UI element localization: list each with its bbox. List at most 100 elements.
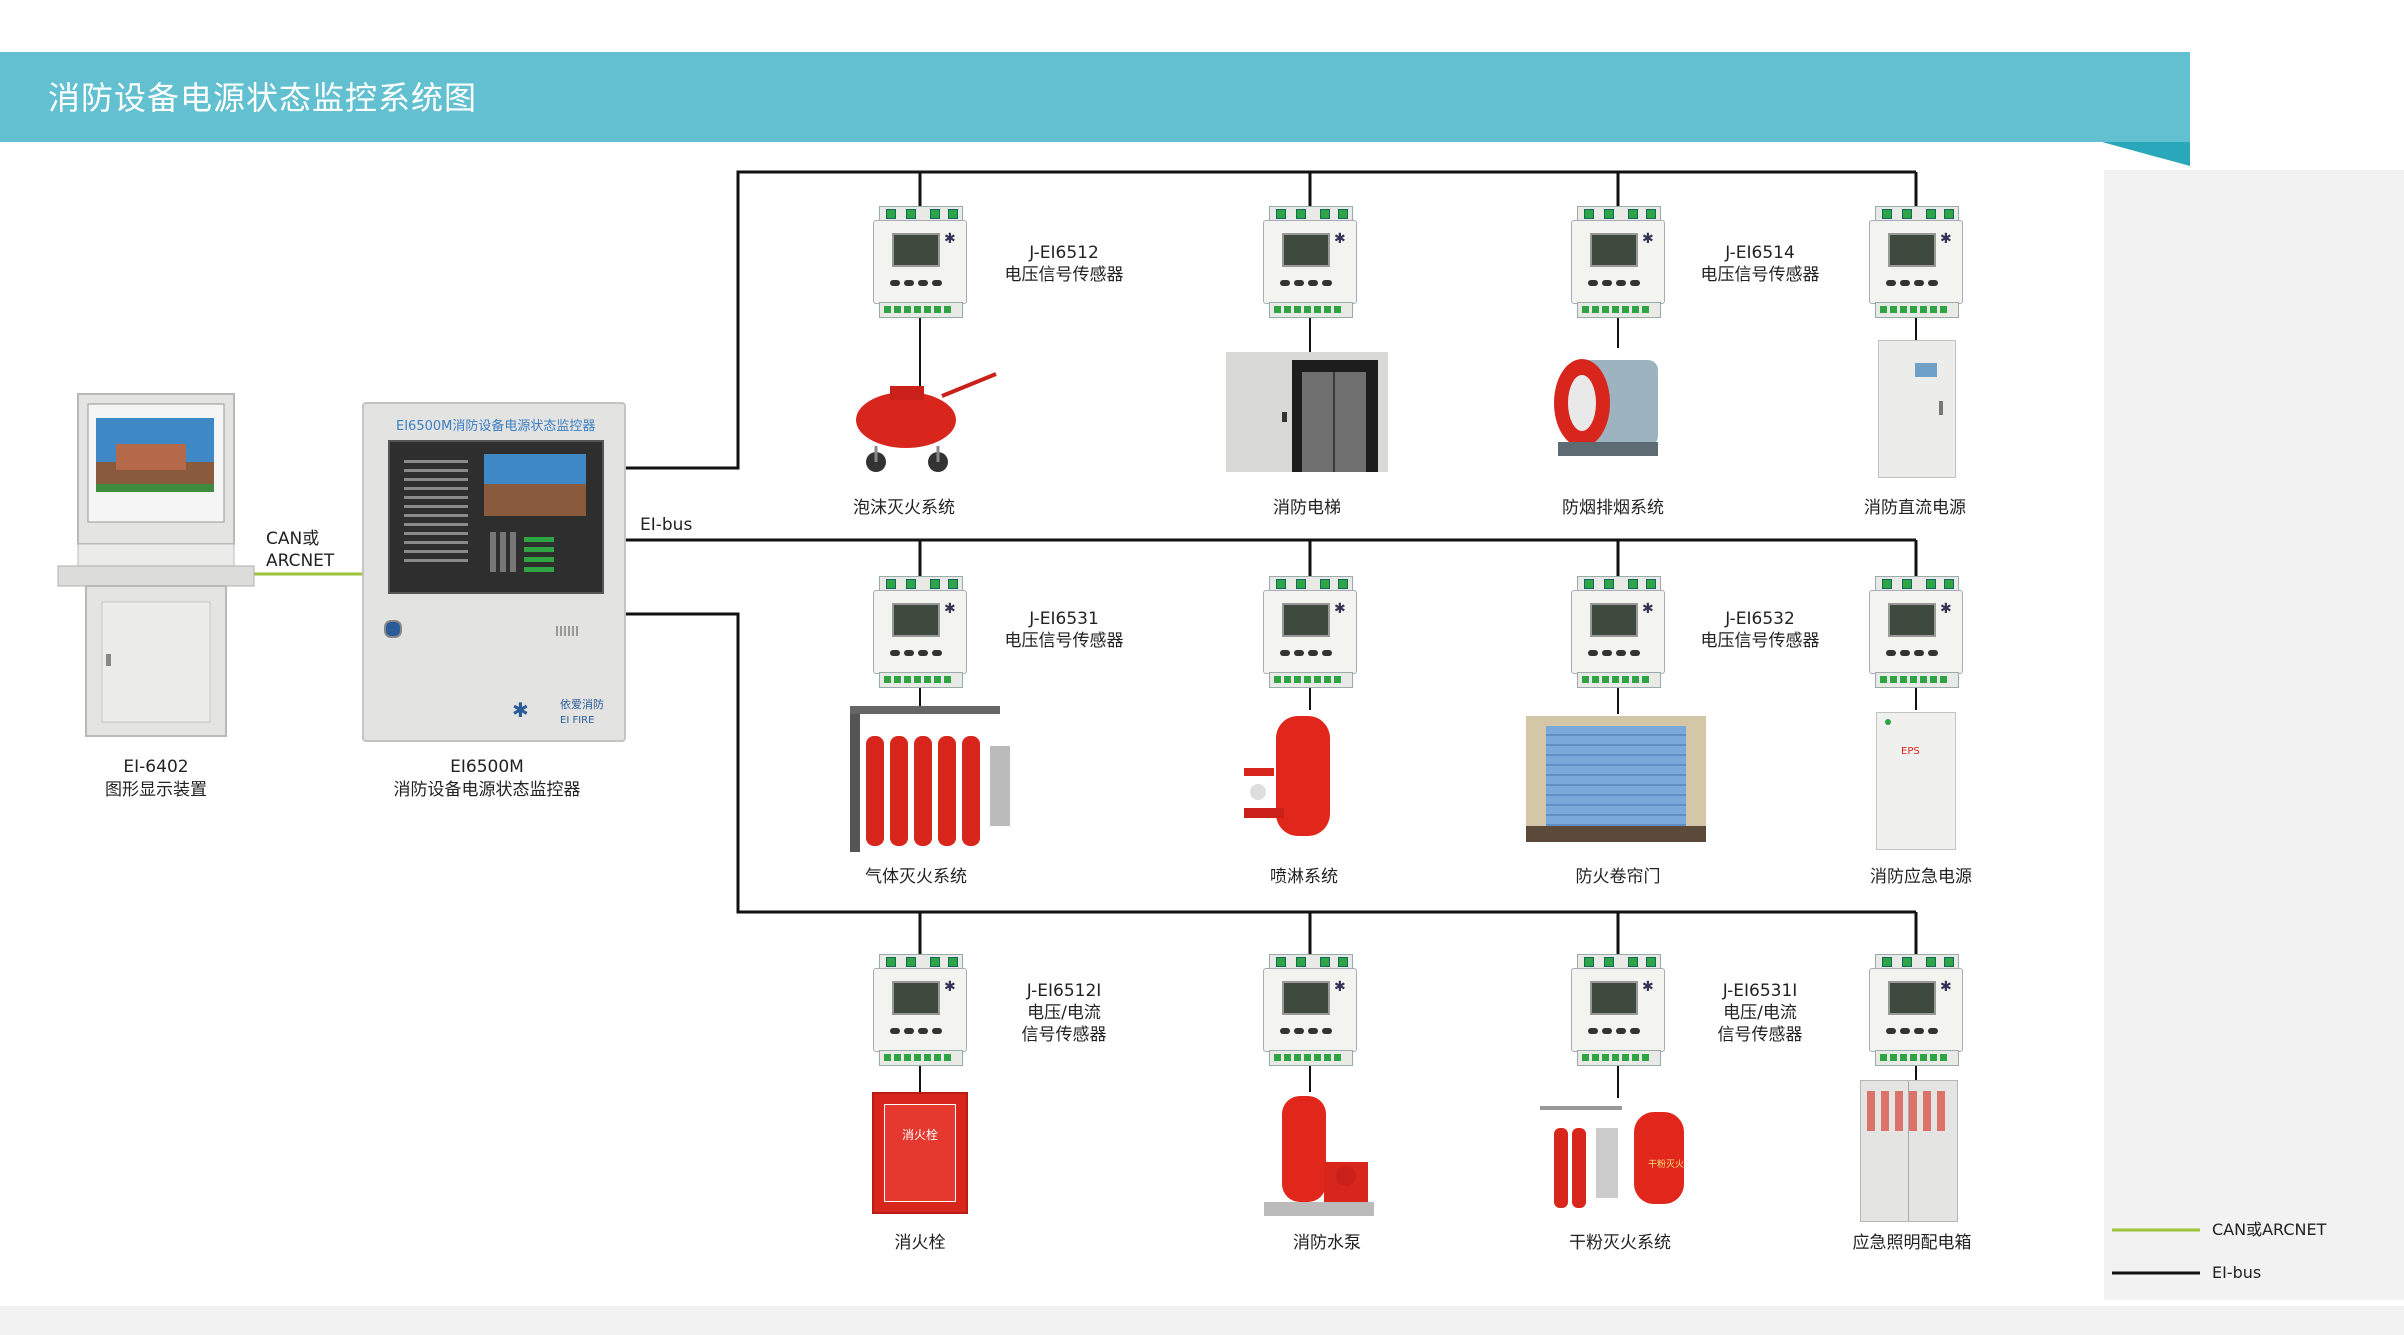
monitor-panel-title: EI6500M消防设备电源状态监控器: [396, 419, 596, 434]
lighting-distribution-box-image: [1860, 1080, 1958, 1222]
link-label-line2: ARCNET: [266, 551, 335, 571]
sensor-module: ✱: [1571, 576, 1665, 688]
sensor-note-desc: 电压信号传感器: [1004, 631, 1124, 651]
emergency-power-cabinet-image: EPS: [1876, 712, 1956, 850]
brand-logo-icon: ✱: [512, 698, 529, 722]
bus-label: EI-bus: [640, 515, 693, 535]
sensor-module: ✱: [873, 206, 967, 318]
lcd-screen: [1282, 233, 1330, 267]
lcd-screen: [1590, 233, 1638, 267]
lcd-screen: [1888, 603, 1936, 637]
powder-tag: 干粉灭火: [1648, 1160, 1685, 1170]
lcd-screen: [1888, 981, 1936, 1015]
fire-hydrant-cabinet-image: 消火栓: [872, 1092, 968, 1214]
hydrant-sign: 消火栓: [902, 1128, 939, 1142]
bus-line-top-branch: [620, 170, 1916, 470]
monitor-screen: [484, 454, 586, 516]
sensor-note-desc: 电压信号传感器: [1004, 265, 1124, 285]
legend-bus-label: EI-bus: [2212, 1263, 2262, 1282]
sensor-note-model: J-EI6531I: [1722, 981, 1798, 1001]
sensor-note-desc: 电压信号传感器: [1700, 631, 1820, 651]
device-label: 泡沫灭火系统: [853, 498, 955, 518]
page-title: 消防设备电源状态监控系统图: [48, 79, 478, 117]
logo-icon: ✱: [944, 231, 956, 247]
monitor-name: 消防设备电源状态监控器: [393, 780, 581, 800]
logo-icon: ✱: [1642, 231, 1654, 247]
fire-elevator-image: [1226, 352, 1388, 472]
device-label: 消防应急电源: [1870, 867, 1972, 887]
sensor-module: ✱: [1869, 576, 1963, 688]
sensor-note-desc: 电压/电流: [1027, 1003, 1101, 1023]
smoke-exhaust-fan-image: [1538, 346, 1686, 470]
sprinkler-tank-image: [1240, 708, 1352, 846]
sensor-module: ✱: [1869, 954, 1963, 1066]
sensor-module: ✱: [1263, 206, 1357, 318]
foam-extinguisher-image: [846, 366, 1006, 486]
header-accent-tab: [2102, 142, 2190, 166]
lcd-screen: [1590, 603, 1638, 637]
logo-icon: ✱: [1642, 601, 1654, 617]
device-label: 消防直流电源: [1864, 498, 1966, 518]
device-label: 喷淋系统: [1270, 867, 1338, 887]
legend-panel: [2104, 170, 2404, 1300]
key-lock-icon: [384, 620, 402, 638]
sensor-module: ✱: [1571, 206, 1665, 318]
logo-icon: ✱: [944, 979, 956, 995]
device-label: 应急照明配电箱: [1852, 1233, 1972, 1253]
logo-icon: ✱: [1334, 979, 1346, 995]
sensor-note-model: J-EI6514: [1725, 243, 1795, 263]
logo-icon: ✱: [1940, 979, 1952, 995]
device-label: 防火卷帘门: [1575, 867, 1661, 887]
lcd-screen: [892, 603, 940, 637]
sensor-module: ✱: [1869, 206, 1963, 318]
link-label-line1: CAN或: [266, 529, 320, 549]
sensor-note-model: J-EI6532: [1725, 609, 1795, 629]
logo-icon: ✱: [1940, 231, 1952, 247]
lcd-screen: [892, 981, 940, 1015]
lcd-screen: [1888, 233, 1936, 267]
sensor-module: ✱: [1263, 954, 1357, 1066]
device-label: 消防水泵: [1293, 1233, 1361, 1253]
sensor-note-desc: 信号传感器: [1021, 1025, 1107, 1045]
eps-tag: EPS: [1901, 746, 1920, 757]
sensor-module: ✱: [1263, 576, 1357, 688]
lcd-screen: [1282, 603, 1330, 637]
device-label: 消火栓: [894, 1233, 946, 1253]
logo-icon: ✱: [1642, 979, 1654, 995]
sensor-module: ✱: [873, 954, 967, 1066]
sensor-note-desc: 信号传感器: [1717, 1025, 1803, 1045]
speaker-grille: [556, 626, 580, 636]
fire-shutter-image: [1526, 716, 1706, 842]
logo-icon: ✱: [1940, 601, 1952, 617]
device-label: 干粉灭火系统: [1569, 1233, 1671, 1253]
monitor-model: EI6500M: [450, 757, 524, 777]
bus-line-bottom-branch: [620, 612, 1916, 914]
sensor-note-desc: 电压信号传感器: [1700, 265, 1820, 285]
fire-pump-image: [1264, 1092, 1374, 1222]
display-unit-name: 图形显示装置: [105, 780, 207, 800]
device-label: 防烟排烟系统: [1562, 498, 1664, 518]
monitor-cabinet: EI6500M消防设备电源状态监控器 ✱ 依爱消防 EI FIRE: [362, 402, 626, 742]
sensor-note-model: J-EI6531: [1029, 609, 1099, 629]
gas-extinguisher-image: [850, 706, 1012, 852]
sensor-note-model: J-EI6512I: [1026, 981, 1102, 1001]
brand-name: 依爱消防: [560, 698, 604, 711]
brand-name-en: EI FIRE: [560, 715, 595, 726]
dc-power-cabinet-image: [1878, 340, 1956, 478]
device-label: 气体灭火系统: [865, 867, 967, 887]
display-unit-model: EI-6402: [123, 757, 189, 777]
legend-can-label: CAN或ARCNET: [2212, 1220, 2327, 1239]
dry-powder-system-image: 干粉灭火: [1540, 1098, 1690, 1208]
lcd-screen: [1590, 981, 1638, 1015]
monitor-control-panel: [388, 440, 604, 594]
device-label: 消防电梯: [1273, 498, 1341, 518]
sensor-note-model: J-EI6512: [1029, 243, 1099, 263]
graphic-display-console: [56, 392, 256, 742]
logo-icon: ✱: [1334, 601, 1346, 617]
sensor-note-desc: 电压/电流: [1723, 1003, 1797, 1023]
logo-icon: ✱: [944, 601, 956, 617]
sensor-module: ✱: [873, 576, 967, 688]
header-banner: [0, 52, 2190, 142]
footer-strip: [0, 1306, 2404, 1335]
